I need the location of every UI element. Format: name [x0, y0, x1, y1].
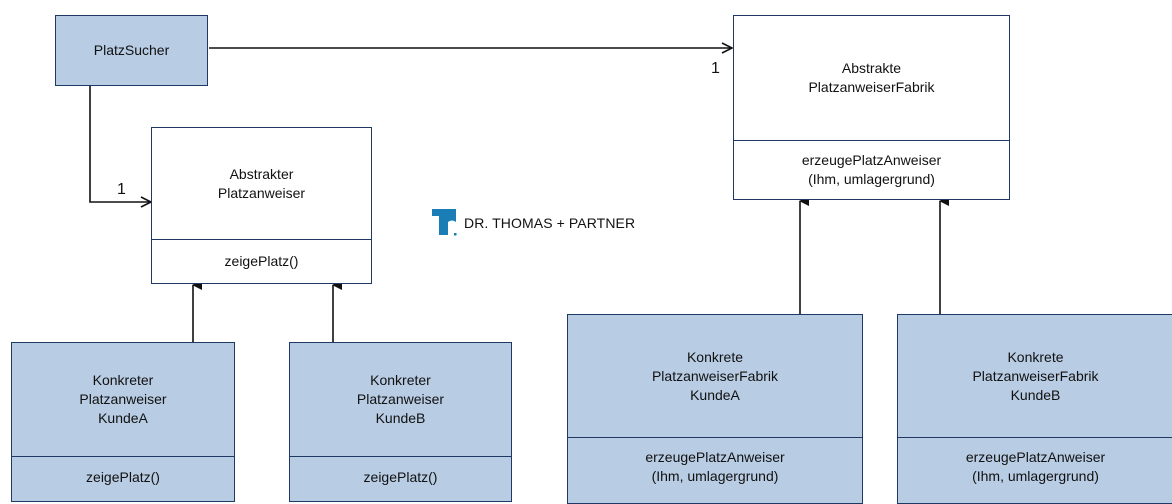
tp-logo-icon — [432, 209, 457, 236]
class-operation: erzeugePlatzAnweiser (Ihm, umlagergrund) — [734, 140, 1009, 199]
class-name: PlatzSucher — [93, 42, 170, 58]
class-operation: erzeugePlatzAnweiser (Ihm, umlagergrund) — [568, 437, 862, 503]
class-operation: zeigePlatz() — [12, 456, 234, 501]
class-name: Konkrete PlatzanweiserFabrik KundeB — [972, 348, 1099, 403]
logo-text: DR. THOMAS + PARTNER — [464, 215, 636, 231]
class-abstrakter-platzanweiser[interactable]: Abstrakter Platzanweiser zeigePlatz() — [151, 127, 372, 284]
class-name: Konkrete PlatzanweiserFabrik KundeA — [651, 348, 779, 403]
class-name: Abstrakter Platzanweiser — [217, 165, 306, 201]
class-konkreter-platzanweiser-kundeb[interactable]: Konkreter Platzanweiser KundeB zeigePlat… — [289, 342, 512, 502]
class-name: Konkreter Platzanweiser KundeA — [79, 372, 167, 426]
class-operation: erzeugePlatzAnweiser (Ihm, umlagergrund) — [898, 437, 1172, 503]
association-platzsucher-to-platzanweiser — [89, 86, 151, 202]
company-logo: DR. THOMAS + PARTNER — [432, 208, 635, 238]
class-konkrete-platzanweiserfabrik-kundeb[interactable]: Konkrete PlatzanweiserFabrik KundeB erze… — [897, 314, 1172, 504]
multiplicity-fabrik: 1 — [711, 60, 720, 77]
class-platzsucher[interactable]: PlatzSucher — [55, 15, 208, 86]
class-konkreter-platzanweiser-kundea[interactable]: Konkreter Platzanweiser KundeA zeigePlat… — [11, 342, 235, 502]
class-abstrakte-platzanweiserfabrik[interactable]: Abstrakte PlatzanweiserFabrik erzeugePla… — [733, 15, 1010, 200]
class-name: Konkreter Platzanweiser KundeB — [356, 372, 445, 426]
class-operation: zeigePlatz() — [152, 239, 371, 283]
class-konkrete-platzanweiserfabrik-kundea[interactable]: Konkrete PlatzanweiserFabrik KundeA erze… — [567, 314, 863, 504]
multiplicity-platzanweiser: 1 — [117, 181, 126, 198]
class-name: Abstrakte PlatzanweiserFabrik — [808, 60, 935, 95]
class-operation: zeigePlatz() — [290, 456, 511, 501]
